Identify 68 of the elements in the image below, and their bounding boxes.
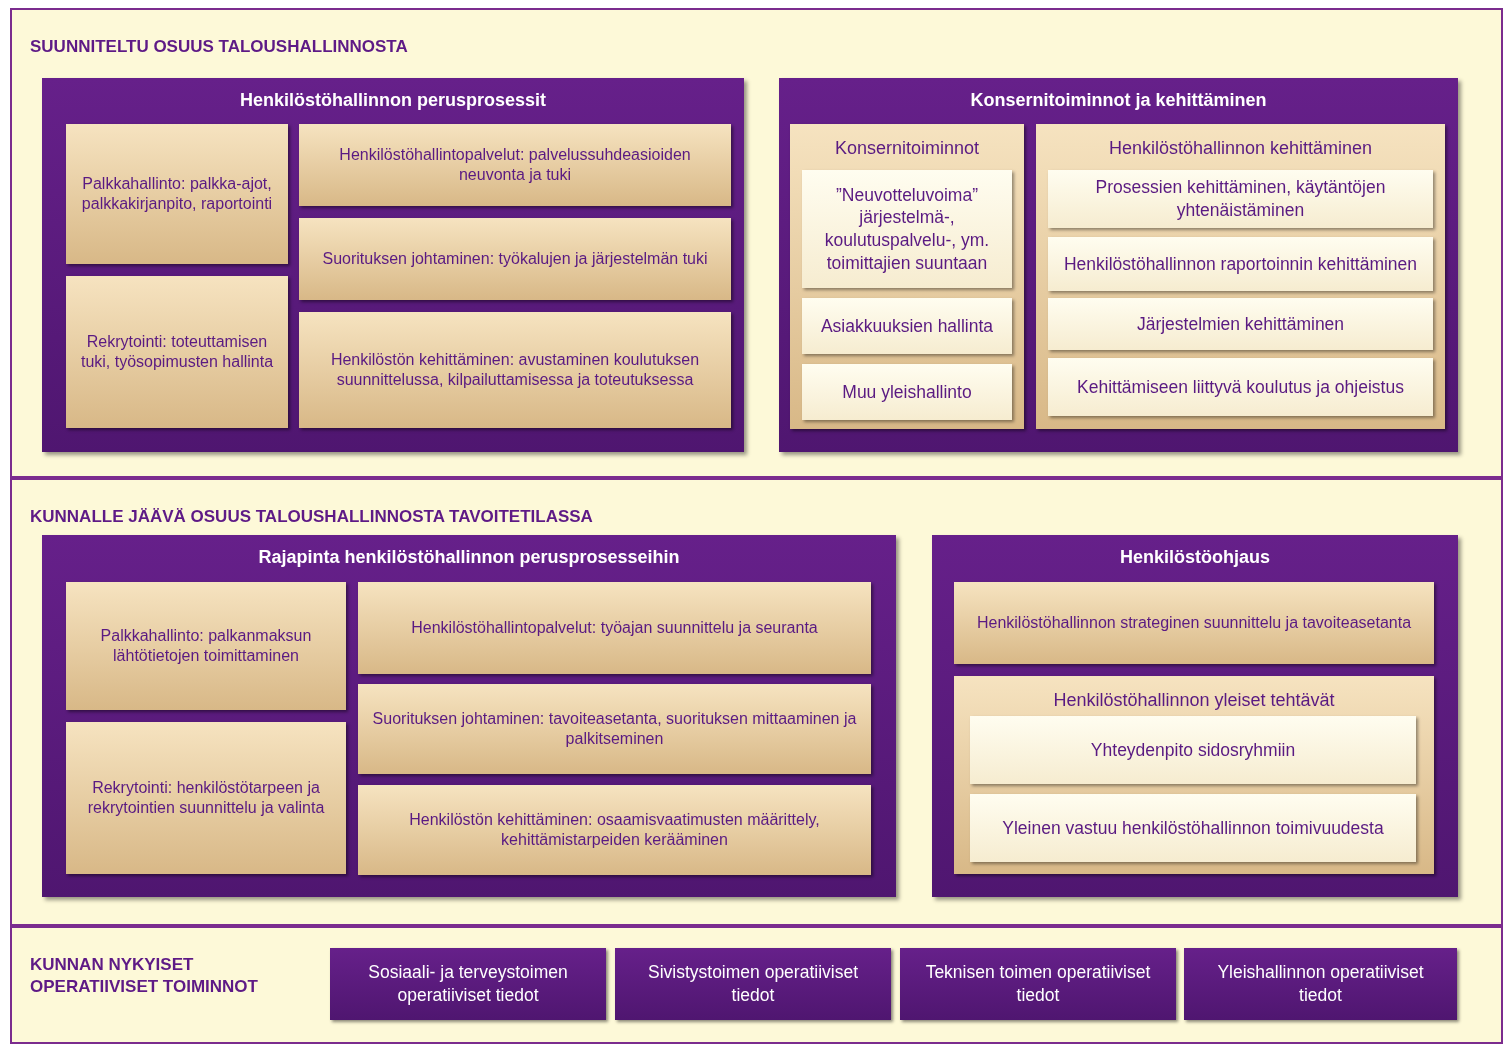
box-text: Henkilöstön kehittäminen: avustaminen koulutuksen suunnittelussa, kilpailuttamisessa ja toteutuksessa (329, 350, 701, 390)
section-panel (10, 926, 1503, 1044)
box-text: Asiakkuuksien hallinta (820, 314, 994, 338)
group-heading: Rajapinta henkilöstöhallinnon perusprosesseihin (257, 547, 681, 568)
process-box (299, 124, 731, 206)
task-box (1048, 170, 1433, 228)
box-text: Rekrytointi: toteuttamisen tuki, työsopimusten hallinta (79, 332, 275, 372)
subgroup-heading: Henkilöstöhallinnon yleiset tehtävät (1052, 690, 1336, 711)
process-box (299, 218, 731, 300)
group-panel (42, 78, 744, 452)
box-text: Muu yleishallinto (842, 380, 972, 404)
section-panel (10, 478, 1503, 926)
box-text: Henkilöstön kehittäminen: osaamisvaatimusten määrittely, kehittämistarpeiden kerääminen (408, 810, 821, 850)
group-heading: Henkilöstöohjaus (1119, 547, 1271, 568)
box-text: ”Neuvotteluvoima” järjestelmä-, koulutuspalvelu-, ym. toimittajien suuntaan (823, 183, 991, 275)
box-text: Teknisen toimen operatiiviset tiedot (924, 961, 1152, 1007)
process-box (66, 722, 346, 874)
operations-box (900, 948, 1176, 1020)
group-heading: Konsernitoiminnot ja kehittäminen (969, 90, 1268, 111)
operations-box (330, 948, 606, 1020)
process-box (358, 785, 871, 875)
box-text: Yleinen vastuu henkilöstöhallinnon toimivuudesta (1002, 816, 1384, 840)
box-text: Palkkahallinto: palkka-ajot, palkkakirjanpito, raportointi (80, 174, 274, 214)
group-panel (779, 78, 1458, 452)
box-text: Kehittämiseen liittyvä koulutus ja ohjeistus (1077, 375, 1404, 399)
group-heading: Henkilöstöhallinnon perusprosessit (238, 90, 548, 111)
box-text: Järjestelmien kehittäminen (1136, 312, 1345, 336)
section-heading: KUNNAN NYKYISET OPERATIIVISET TOIMINNOT (30, 954, 259, 999)
box-text: Yhteydenpito sidosryhmiin (1090, 738, 1296, 762)
box-text: Yleishallinnon operatiiviset tiedot (1216, 961, 1425, 1007)
process-box (358, 684, 871, 774)
box-text: Sivistystoimen operatiiviset tiedot (646, 961, 860, 1007)
box-text: Sosiaali- ja terveystoimen operatiiviset tiedot (367, 961, 569, 1007)
section-panel (10, 8, 1503, 478)
process-box (66, 276, 288, 428)
box-text: Henkilöstöhallintopalvelut: palvelussuhdeasioiden neuvonta ja tuki (338, 145, 692, 185)
task-box (802, 298, 1012, 354)
task-box (802, 364, 1012, 420)
box-text: Rekrytointi: henkilöstötarpeen ja rekrytointien suunnittelu ja valinta (86, 778, 326, 818)
group-panel (932, 535, 1458, 897)
section-heading: SUUNNITELTU OSUUS TALOUSHALLINNOSTA (30, 36, 408, 58)
subgroup-panel (790, 124, 1024, 429)
box-text: Henkilöstöhallintopalvelut: työajan suunnittelu ja seuranta (411, 618, 818, 638)
operations-box (615, 948, 891, 1020)
process-box (66, 124, 288, 264)
task-box (1048, 298, 1433, 350)
process-box (358, 582, 871, 674)
process-box (954, 582, 1434, 664)
operations-box (1184, 948, 1457, 1020)
box-text: Suorituksen johtaminen: työkalujen ja järjestelmän tuki (322, 249, 708, 269)
task-box (1048, 358, 1433, 416)
process-box (299, 312, 731, 428)
task-box (970, 716, 1416, 784)
box-text: Henkilöstöhallinnon raportoinnin kehittäminen (1063, 252, 1418, 276)
subgroup-panel (954, 676, 1434, 874)
box-text: Palkkahallinto: palkanmaksun lähtötietojen toimittaminen (99, 626, 313, 666)
task-box (970, 794, 1416, 862)
task-box (802, 170, 1012, 288)
box-text: Prosessien kehittäminen, käytäntöjen yhtenäistäminen (1094, 176, 1387, 222)
subgroup-heading: Konsernitoiminnot (833, 138, 981, 159)
task-box (1048, 237, 1433, 291)
process-box (66, 582, 346, 710)
box-text: Suorituksen johtaminen: tavoiteasetanta, suorituksen mittaaminen ja palkitseminen (371, 709, 858, 749)
section-heading: KUNNALLE JÄÄVÄ OSUUS TALOUSHALLINNOSTA TAVOITETILASSA (30, 506, 593, 528)
subgroup-panel (1036, 124, 1445, 429)
box-text: Henkilöstöhallinnon strateginen suunnittelu ja tavoiteasetanta (976, 613, 1412, 633)
group-panel (42, 535, 896, 897)
subgroup-heading: Henkilöstöhallinnon kehittäminen (1107, 138, 1374, 159)
